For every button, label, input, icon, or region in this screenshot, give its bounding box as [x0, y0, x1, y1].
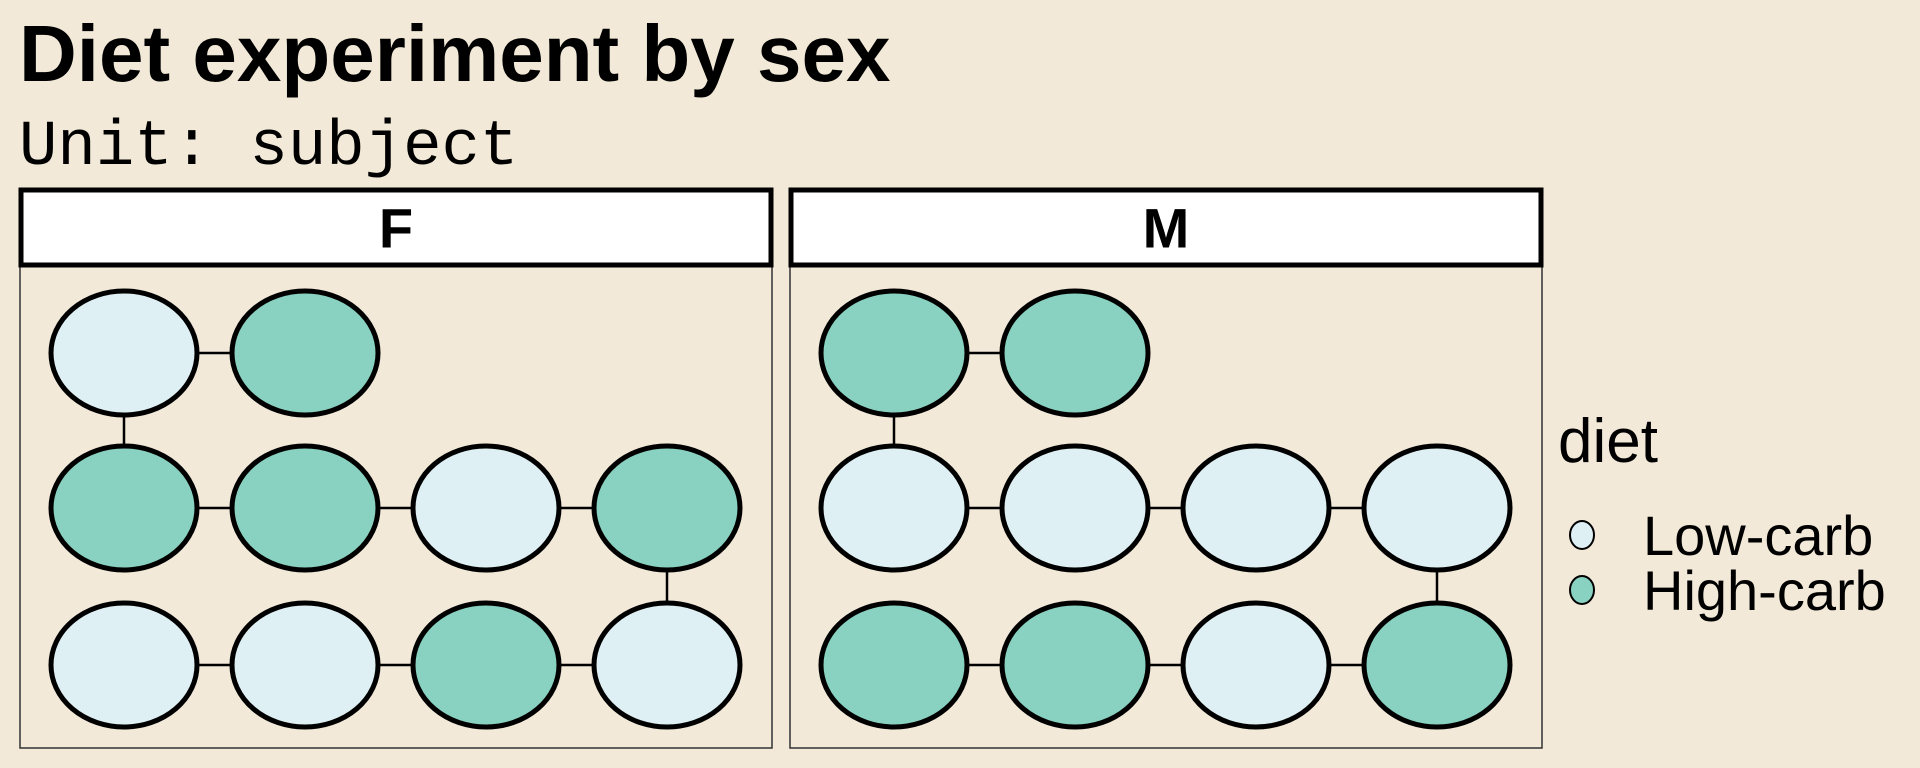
subject-node-low-carb — [48, 288, 200, 418]
legend-label: Low-carb — [1643, 504, 1873, 567]
subject-node-high-carb — [229, 288, 381, 418]
subject-node-high-carb — [1361, 600, 1513, 730]
subject-node-low-carb — [48, 600, 200, 730]
legend-key-low-carb — [1569, 520, 1595, 550]
subject-node-low-carb — [410, 443, 562, 573]
legend-label: High-carb — [1643, 559, 1886, 622]
subject-node-low-carb — [1361, 443, 1513, 573]
facet-strip — [18, 187, 774, 268]
subject-node-high-carb — [999, 288, 1151, 418]
facet-strip — [788, 187, 1544, 268]
subject-node-high-carb — [999, 600, 1151, 730]
subject-node-low-carb — [229, 600, 381, 730]
facet-panel-M: M — [788, 187, 1544, 749]
subject-node-low-carb — [591, 600, 743, 730]
legend-key-high-carb — [1569, 575, 1595, 605]
facet-panel-F: F — [18, 187, 774, 749]
subject-node-high-carb — [818, 288, 970, 418]
chart-title: Diet experiment by sex — [19, 9, 891, 98]
subject-node-low-carb — [999, 443, 1151, 573]
subject-node-high-carb — [229, 443, 381, 573]
chart-subtitle: Unit: subject — [19, 112, 519, 184]
subject-node-high-carb — [410, 600, 562, 730]
subject-node-high-carb — [591, 443, 743, 573]
facet-strip-label: M — [1143, 197, 1190, 260]
subject-node-high-carb — [818, 600, 970, 730]
legend-title: diet — [1558, 407, 1658, 476]
subject-node-high-carb — [48, 443, 200, 573]
subject-node-low-carb — [1180, 443, 1332, 573]
subject-node-low-carb — [818, 443, 970, 573]
facet-strip-label: F — [379, 197, 413, 260]
subject-node-low-carb — [1180, 600, 1332, 730]
